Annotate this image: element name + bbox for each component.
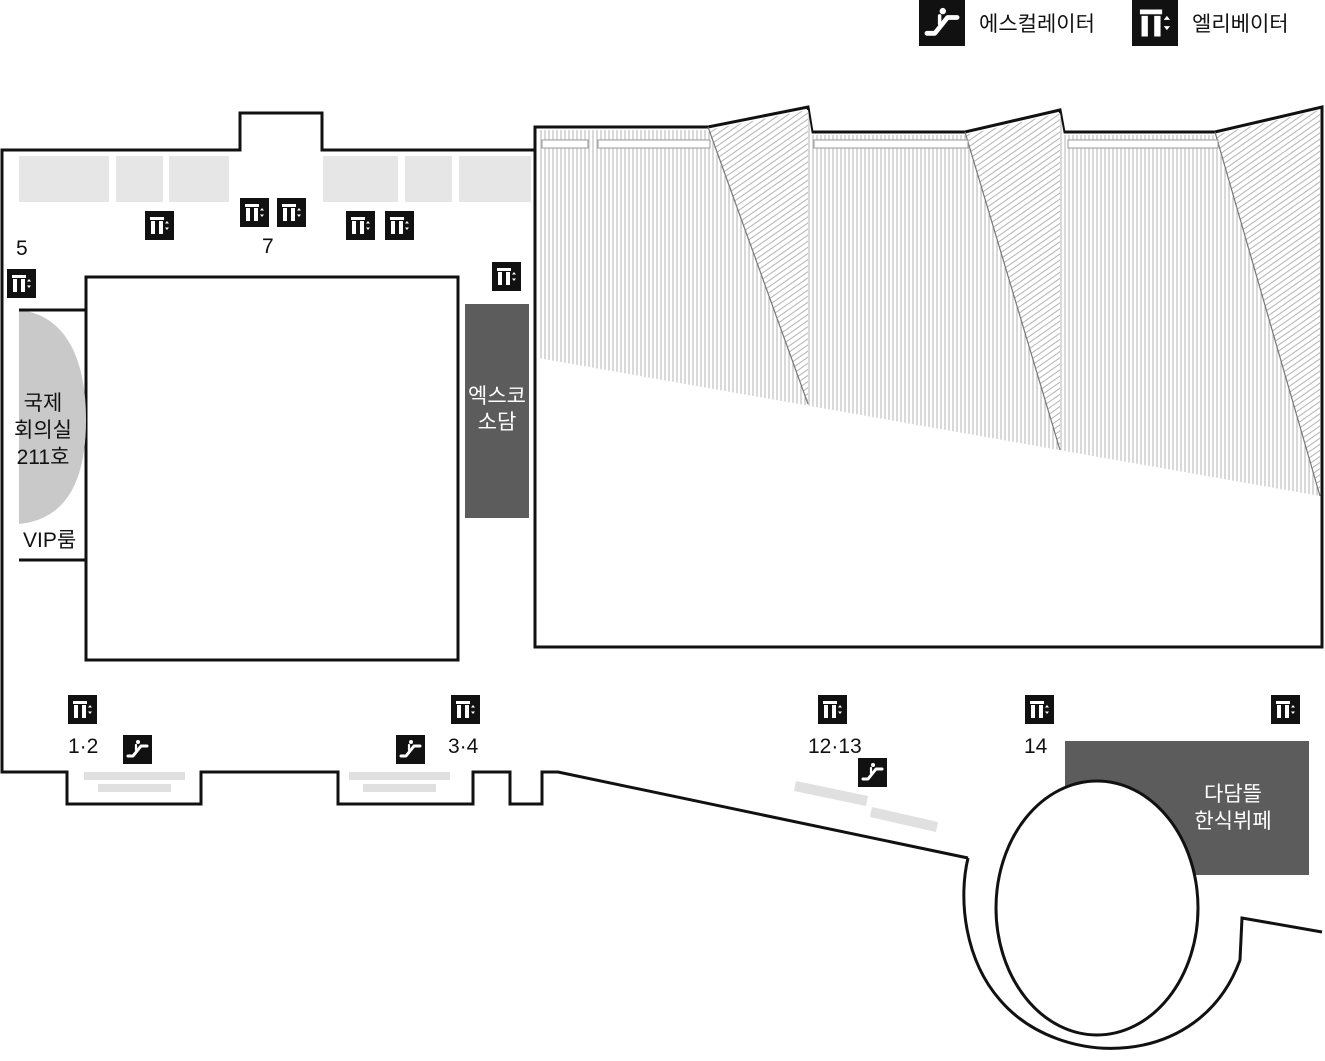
elevator-icon: [145, 211, 174, 240]
elevator-icon: [68, 695, 97, 724]
elevator-icon: [240, 198, 269, 227]
hall-hatch-vertical: [538, 110, 1320, 496]
elevator-icon: [1132, 0, 1178, 46]
legend-escalator: 에스컬레이터: [919, 0, 1095, 46]
upper-grey-areas: [19, 156, 531, 202]
dadamtteul-buffet-label: 다담뜰 한식뷔페: [1194, 783, 1272, 833]
gate-label-1-2: 1·2: [68, 735, 99, 758]
legend-elevator: 엘리베이터: [1132, 0, 1289, 46]
exco-sodam-label: 엑스코 소담: [468, 385, 526, 434]
vip-room-label: VIP룸: [23, 529, 77, 552]
rotunda-inner: [994, 779, 1200, 1037]
escalator-icon: [396, 735, 425, 764]
gate-label-3-4: 3·4: [448, 735, 479, 758]
gate-label-5: 5: [16, 237, 28, 260]
main-hall-room: [84, 275, 460, 662]
rotunda-outer-wall: [962, 857, 1323, 1050]
elevator-icon: [277, 198, 306, 227]
hall-hatch-diagonal-3: [1215, 110, 1320, 496]
escalator-icon: [919, 0, 965, 46]
gate-label-7: 7: [262, 235, 274, 258]
outer-wall: [0, 111, 969, 860]
entrance-strips: [84, 772, 938, 832]
elevator-icon: [346, 211, 375, 240]
elevator-icon: [7, 269, 36, 298]
elevator-icon: [492, 262, 521, 291]
elevator-icon: [818, 695, 847, 724]
elevator-icon: [1271, 695, 1300, 724]
escalator-icon: [123, 735, 152, 764]
gate-label-12-13: 12·13: [808, 735, 862, 758]
legend-elevator-label: 엘리베이터: [1192, 13, 1289, 36]
gate-label-14: 14: [1024, 735, 1048, 758]
hall-hatch-diagonal-2: [965, 113, 1060, 450]
legend-escalator-label: 에스컬레이터: [979, 13, 1095, 36]
elevator-icon: [385, 211, 414, 240]
elevator-icon: [451, 695, 480, 724]
exco-sodam-room: [465, 304, 529, 518]
conference-room-211-label: 국제 회의실 211호: [14, 392, 72, 469]
elevator-icon: [1025, 695, 1054, 724]
hall-hatch-diagonal-1: [708, 110, 808, 404]
exhibition-hall-wall: [533, 105, 1324, 649]
escalator-icon: [858, 758, 887, 787]
conference-room-211-shape: [19, 310, 86, 524]
